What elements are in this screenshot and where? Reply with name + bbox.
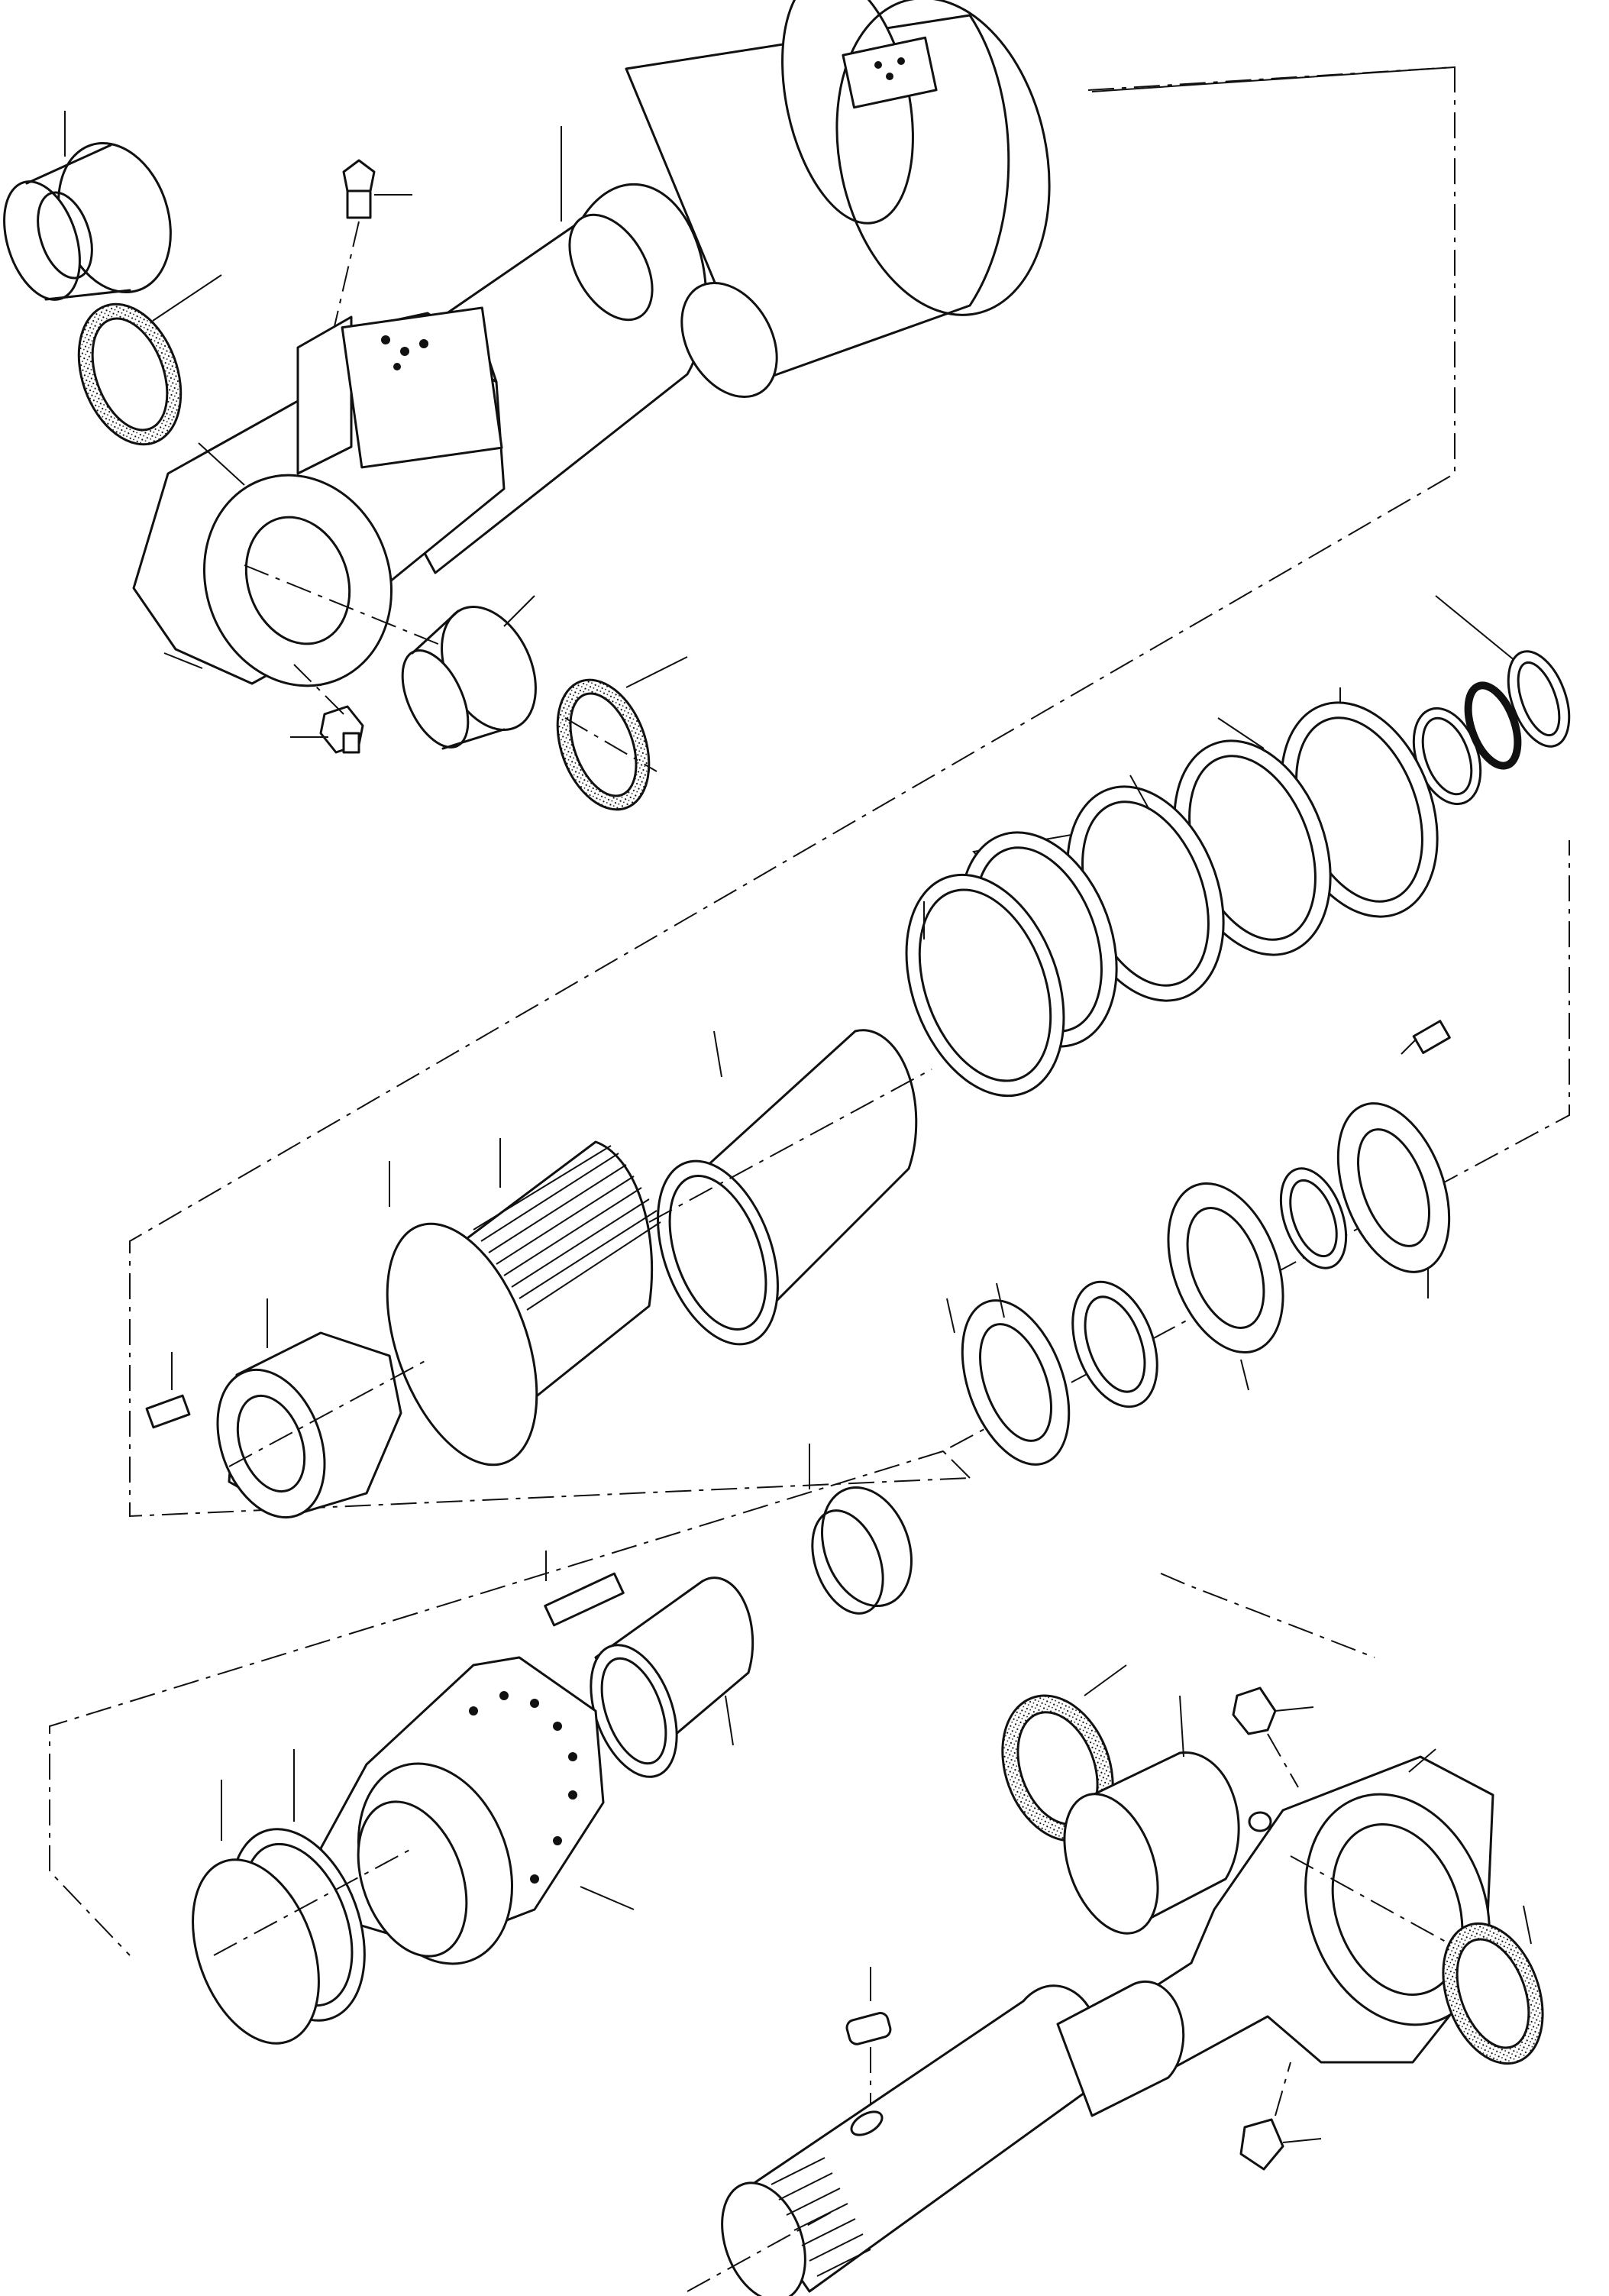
rod-seal-small bbox=[1279, 1167, 1348, 1269]
piston-nut bbox=[216, 1298, 428, 1519]
seal-housing bbox=[1167, 1182, 1284, 1391]
piston-wear-ring bbox=[905, 873, 1065, 1098]
piston-ring-top bbox=[1507, 650, 1571, 748]
piston-rod bbox=[687, 1980, 1185, 2296]
snap-ring bbox=[192, 1780, 413, 2045]
piston bbox=[386, 1138, 661, 1467]
head-end-eye bbox=[132, 306, 506, 687]
cap-screw-small bbox=[1401, 1020, 1451, 1055]
retainer-plate-right bbox=[1336, 1102, 1451, 1298]
grease-fitting-rod-top bbox=[1232, 1686, 1314, 1788]
cylinder-head-bolt bbox=[544, 1551, 625, 1627]
rod-end-bushing-top bbox=[401, 595, 537, 750]
head-end-bushing bbox=[3, 111, 172, 301]
rod-guide-ring bbox=[809, 1444, 913, 1615]
grease-fitting-rod-bottom bbox=[1239, 2062, 1322, 2171]
grease-fitting-head bbox=[290, 664, 364, 754]
set-screw bbox=[145, 1352, 191, 1429]
backup-plate-left bbox=[946, 1282, 1071, 1466]
rod-eye-bushing bbox=[1063, 1695, 1240, 1935]
key bbox=[845, 1967, 892, 2108]
dust-seal-top bbox=[556, 656, 688, 811]
cylinder-head-bushing bbox=[590, 1576, 754, 1778]
buffer-seal bbox=[1071, 1280, 1158, 1408]
cushion-sleeve bbox=[648, 1029, 932, 1346]
o-ring-right bbox=[1464, 681, 1522, 770]
head-end-dust-seal bbox=[77, 274, 222, 446]
rod-eye-dust-seal-right bbox=[1442, 1905, 1544, 2065]
cylinder-head bbox=[319, 1656, 635, 1965]
